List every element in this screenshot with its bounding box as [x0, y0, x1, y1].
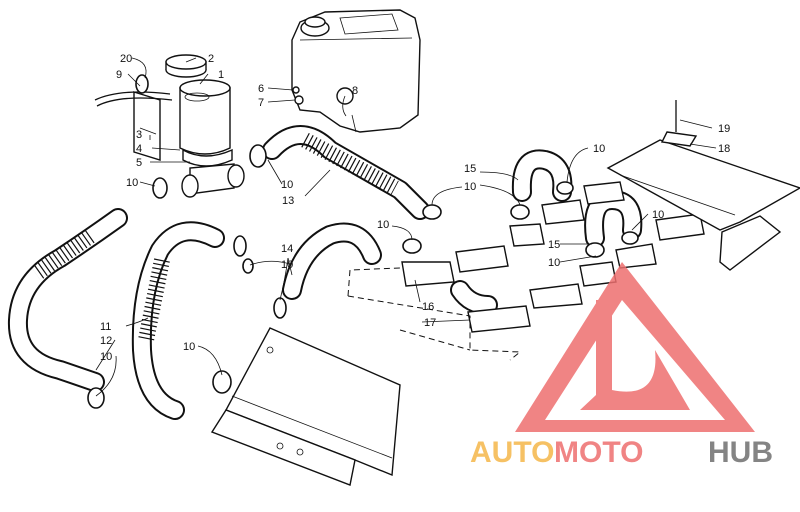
hose-11	[131, 221, 225, 420]
callout-1: 1	[218, 69, 224, 81]
tunnel-outline	[347, 267, 522, 361]
filler-neck-assembly	[165, 54, 245, 198]
callout-10-d: 10	[100, 351, 112, 363]
logo-triangle-mark	[515, 262, 755, 432]
callout-11: 11	[100, 321, 111, 333]
callout-10-b: 10	[281, 179, 293, 191]
callout-15-a: 15	[464, 163, 476, 175]
hose-13	[262, 125, 430, 220]
callout-13: 13	[282, 195, 294, 207]
leader-lines	[95, 57, 717, 397]
logo-inner-mark	[580, 300, 690, 410]
logo-text-hub: HUB	[708, 436, 773, 469]
callout-19: 19	[718, 123, 730, 135]
washer	[294, 95, 304, 105]
rear-heat-exchanger	[606, 100, 800, 271]
callout-5: 5	[136, 157, 142, 169]
bolt	[292, 86, 300, 94]
heat-exchanger-row-1	[401, 181, 625, 287]
callout-15-b: 15	[548, 239, 560, 251]
hose-14	[282, 222, 382, 300]
hose-clamps	[87, 144, 639, 409]
callout-10-j: 10	[652, 209, 664, 221]
callout-7: 7	[258, 97, 264, 109]
hose-16-bend	[450, 280, 498, 315]
logo-text-moto: MOTO	[554, 436, 643, 469]
callout-3: 3	[136, 129, 142, 141]
hose-15-upper	[511, 149, 573, 202]
hose-clip	[135, 74, 149, 94]
callout-10-g: 10	[377, 219, 389, 231]
callout-18: 18	[718, 143, 730, 155]
overflow-hose	[94, 91, 171, 101]
callout-10-i: 10	[548, 257, 560, 269]
callout-10-a: 10	[126, 177, 138, 189]
callout-12: 12	[100, 335, 112, 347]
callout-17: 17	[424, 317, 436, 329]
callout-10-e: 10	[183, 341, 195, 353]
callout-10-h: 10	[593, 143, 605, 155]
callout-9: 9	[116, 69, 122, 81]
callout-10-c: 10	[281, 259, 293, 271]
front-heat-exchanger	[210, 327, 401, 486]
logo-text-auto: AUTO	[470, 436, 554, 469]
heat-exchanger-row-2	[467, 213, 705, 333]
coolant-reservoir	[291, 9, 421, 133]
watermark-logo: AUTO MOTO HUB	[470, 262, 773, 469]
hose-12	[7, 208, 128, 392]
mounting-bracket	[133, 91, 161, 161]
callout-20: 20	[120, 53, 132, 65]
callout-labels: 20 9 2 1 3 4 5 10 6 7 8 10 13 14 10 11 1…	[100, 53, 730, 363]
overflow-hose-edge	[96, 97, 173, 107]
callout-14: 14	[281, 243, 293, 255]
callout-2: 2	[208, 53, 214, 65]
callout-8: 8	[352, 85, 358, 97]
callout-4: 4	[136, 143, 142, 155]
callout-6: 6	[258, 83, 264, 95]
callout-16: 16	[422, 301, 434, 313]
callout-10-f: 10	[464, 181, 476, 193]
